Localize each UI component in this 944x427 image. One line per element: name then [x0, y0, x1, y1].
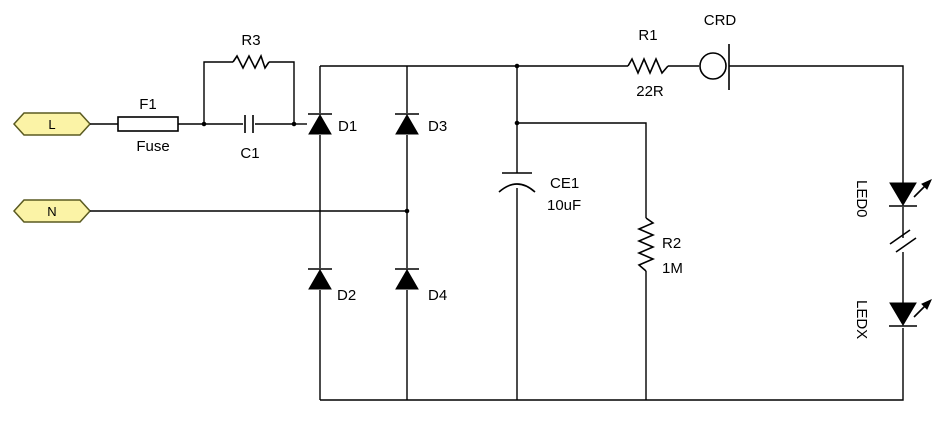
- crd-diode: CRD: [699, 12, 737, 90]
- terminal-l-label: L: [48, 117, 55, 132]
- r1-value: 22R: [636, 83, 664, 100]
- diode-d4: D4: [395, 268, 447, 304]
- r1-label: R1: [638, 27, 657, 44]
- led-ledx: LEDX: [853, 299, 932, 339]
- capacitor-c1: C1: [240, 115, 260, 162]
- d2-label: D2: [337, 287, 356, 304]
- terminal-l: L: [12, 112, 92, 136]
- terminal-n: N: [12, 199, 92, 223]
- diode-d2: D2: [308, 268, 356, 304]
- r3-label: R3: [241, 32, 260, 49]
- f1-label: F1: [139, 96, 157, 113]
- r2-label: R2: [662, 235, 681, 252]
- wires: [90, 61, 904, 401]
- crd-label: CRD: [704, 12, 737, 29]
- chain-break: [889, 229, 917, 253]
- resistor-r3: R3: [232, 32, 270, 70]
- fuse-f1: F1 Fuse: [117, 96, 179, 155]
- led-led0: LED0: [853, 179, 932, 218]
- d1-label: D1: [338, 118, 357, 135]
- ledx-label: LEDX: [853, 300, 870, 339]
- fuse-label: Fuse: [136, 138, 169, 155]
- junctions: [201, 63, 520, 214]
- led0-label: LED0: [853, 180, 870, 218]
- diode-d3: D3: [395, 113, 447, 135]
- diode-d1: D1: [308, 113, 357, 135]
- d4-label: D4: [428, 287, 447, 304]
- ce1-value: 10uF: [547, 197, 581, 214]
- r2-value: 1M: [662, 260, 683, 277]
- ce1-label: CE1: [550, 175, 579, 192]
- capacitor-ce1: CE1 10uF: [498, 172, 581, 214]
- d3-label: D3: [428, 118, 447, 135]
- c1-label: C1: [240, 145, 259, 162]
- terminal-n-label: N: [47, 204, 56, 219]
- resistor-r1: R1 22R: [627, 27, 669, 100]
- resistor-r2: R2 1M: [636, 217, 683, 277]
